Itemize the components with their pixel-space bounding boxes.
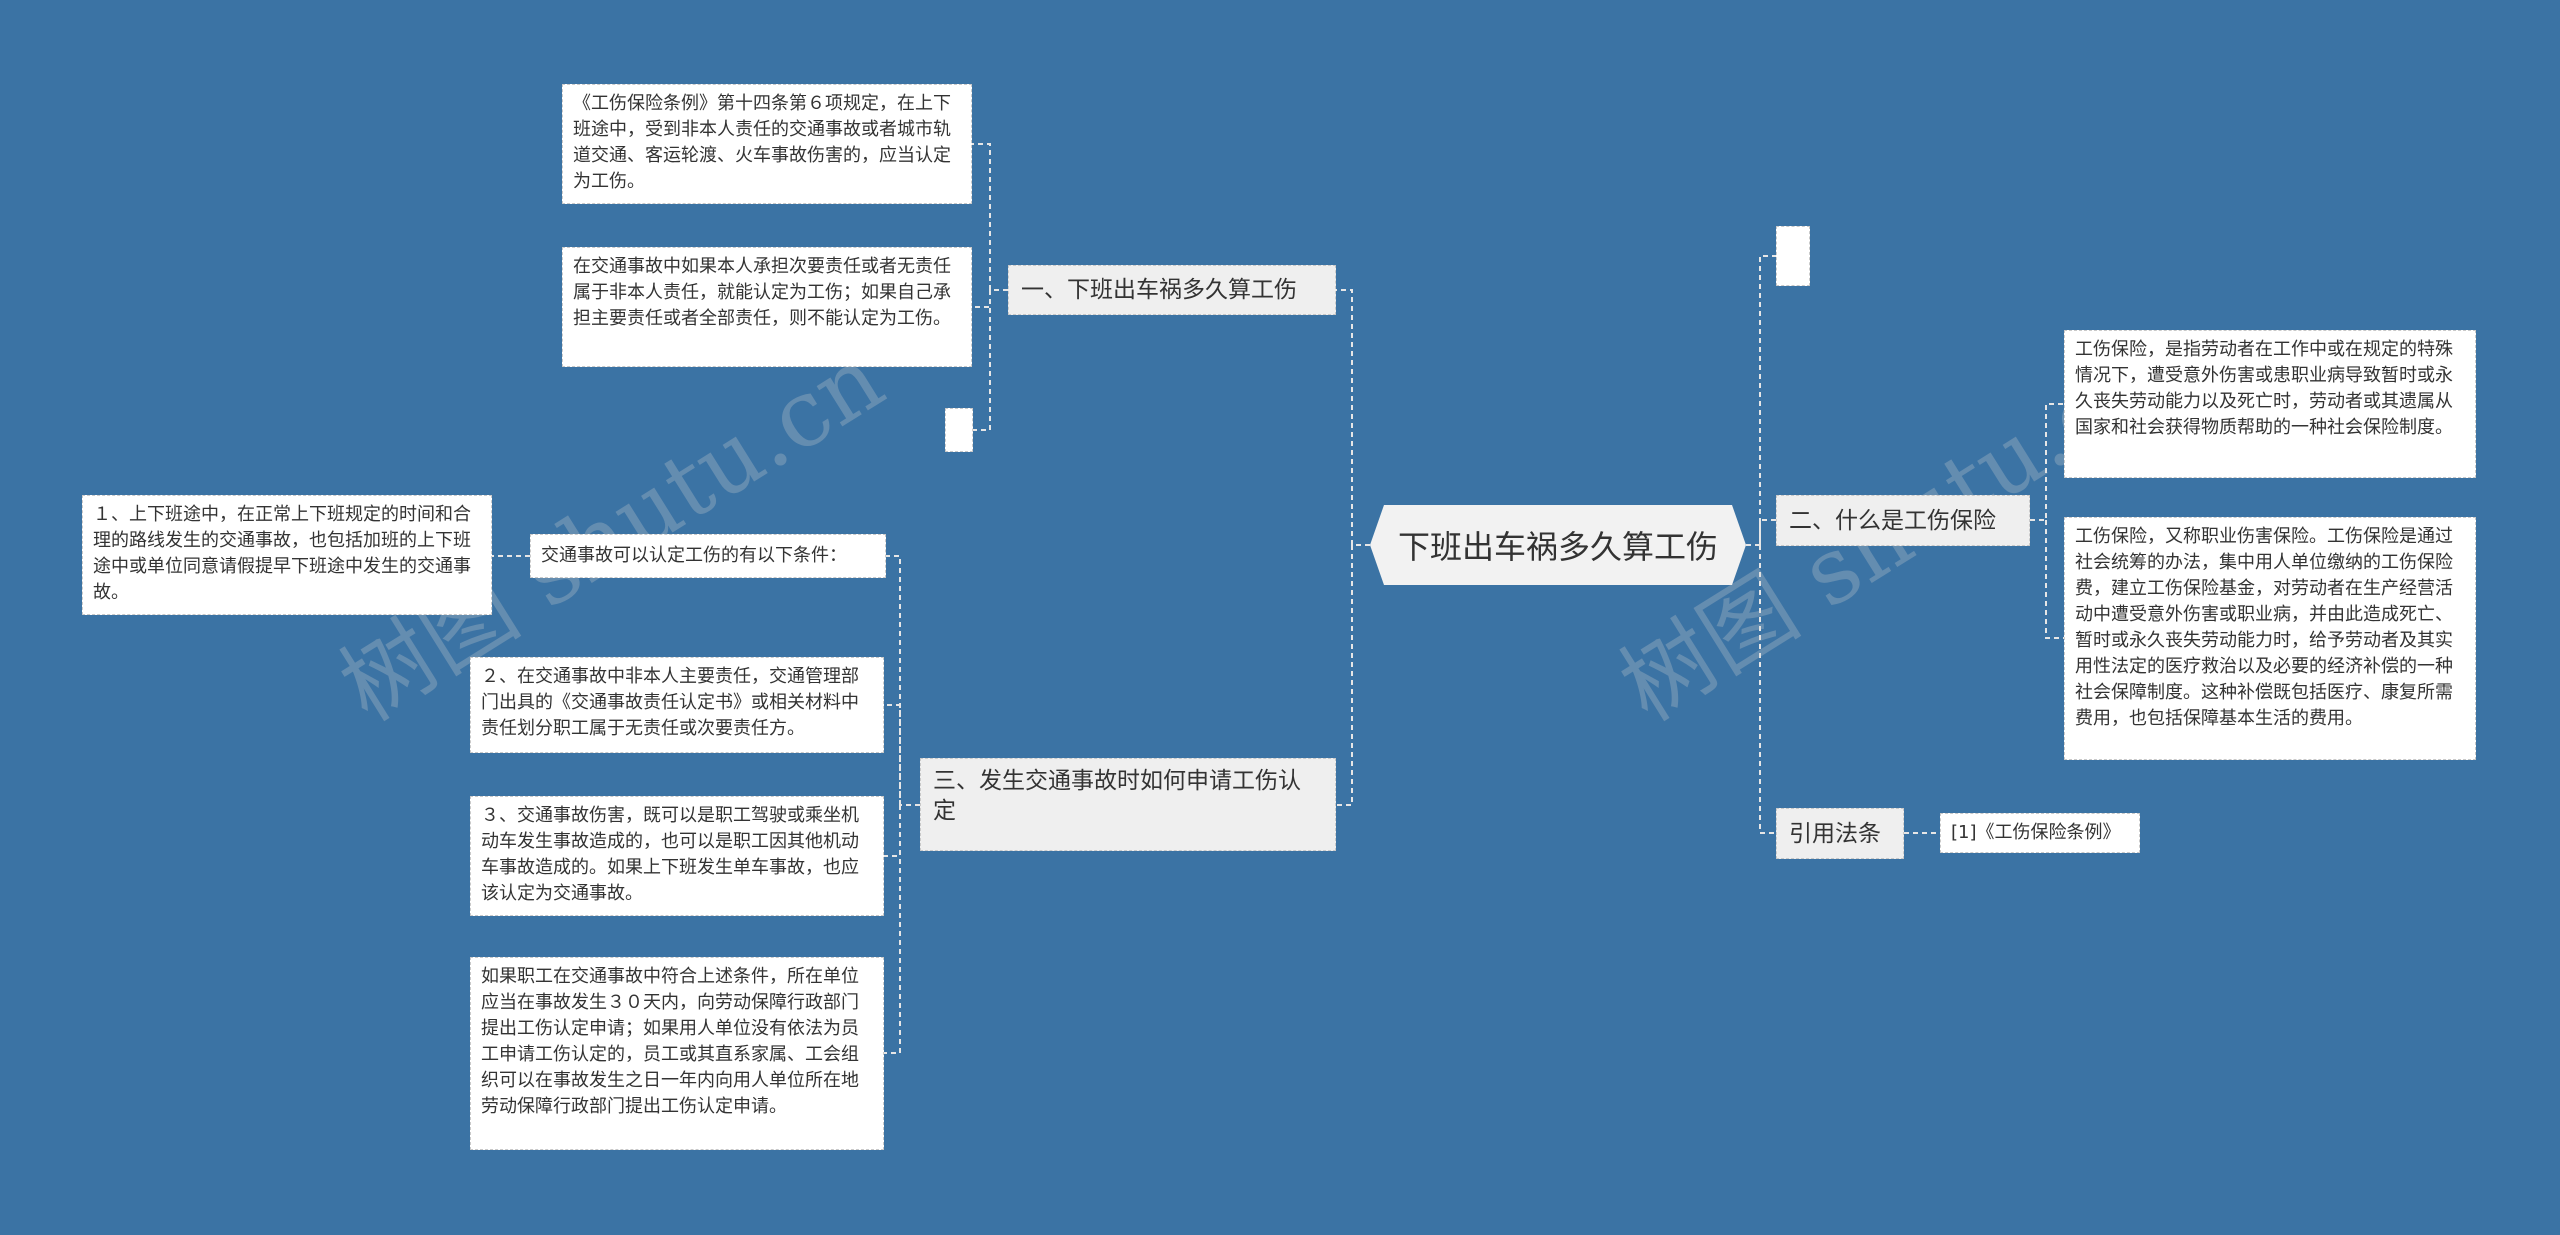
branch-node-1[interactable]: 一、下班出车祸多久算工伤 (1008, 265, 1336, 315)
connector-line (1336, 289, 1370, 546)
leaf-node[interactable]: 工伤保险，是指劳动者在工作中或在规定的特殊情况下，遭受意外伤害或患职业病导致暂时… (2064, 330, 2476, 478)
connector-line (972, 143, 1008, 291)
connector-line (2030, 403, 2064, 521)
connector-line (886, 555, 920, 806)
connector-line (884, 805, 901, 857)
connector-line (1759, 519, 1776, 545)
root-topic-label: 下班出车祸多久算工伤 (1397, 528, 1718, 566)
connector-line (1746, 255, 1776, 546)
branch-node-label: 一、下班出车祸多久算工伤 (1021, 277, 1297, 303)
leaf-node[interactable]: 工伤保险，又称职业伤害保险。工伤保险是通过社会统筹的办法，集中用人单位缴纳的工伤… (2064, 517, 2476, 760)
connector-line (1759, 545, 1776, 834)
leaf-node-condition-3[interactable]: ３、交通事故伤害，既可以是职工驾驶或乘坐机动车发生事故造成的，也可以是职工因其他… (470, 796, 884, 916)
reference-leaf-node[interactable]: [1]《工伤保险条例》 (1940, 813, 2140, 853)
branch-node-3[interactable]: 三、发生交通事故时如何申请工伤认定 (920, 758, 1336, 851)
connector-line (972, 290, 991, 308)
connector-line (973, 290, 991, 431)
branch-node-2[interactable]: 二、什么是工伤保险 (1776, 495, 2030, 546)
leaf-node[interactable]: 在交通事故中如果本人承担次要责任或者无责任属于非本人责任，就能认定为工伤；如果自… (562, 247, 972, 367)
leaf-node-condition-2[interactable]: ２、在交通事故中非本人主要责任，交通管理部门出具的《交通事故责任认定书》或相关材… (470, 657, 884, 753)
branch-node-label: 引用法条 (1789, 820, 1881, 847)
connector-line (2045, 520, 2064, 639)
branch-node-4[interactable]: 引用法条 (1776, 808, 1904, 859)
root-topic[interactable]: 下班出车祸多久算工伤 (1370, 505, 1746, 585)
connector-line (884, 805, 901, 1054)
leaf-node-condition-1[interactable]: １、上下班途中，在正常上下班规定的时间和合理的路线发生的交通事故，也包括加班的上… (82, 495, 492, 615)
leaf-node-procedure[interactable]: 如果职工在交通事故中符合上述条件，所在单位应当在事故发生３０天内，向劳动保障行政… (470, 957, 884, 1150)
conditions-node[interactable]: 交通事故可以认定工伤的有以下条件： (530, 534, 886, 578)
empty-leaf-node[interactable] (1776, 226, 1810, 286)
empty-leaf-node[interactable] (945, 408, 973, 452)
connector-line (884, 704, 901, 805)
connector-line (1336, 545, 1353, 806)
branch-node-label: 二、什么是工伤保险 (1789, 507, 1996, 534)
leaf-node[interactable]: 《工伤保险条例》第十四条第６项规定，在上下班途中，受到非本人责任的交通事故或者城… (562, 84, 972, 204)
